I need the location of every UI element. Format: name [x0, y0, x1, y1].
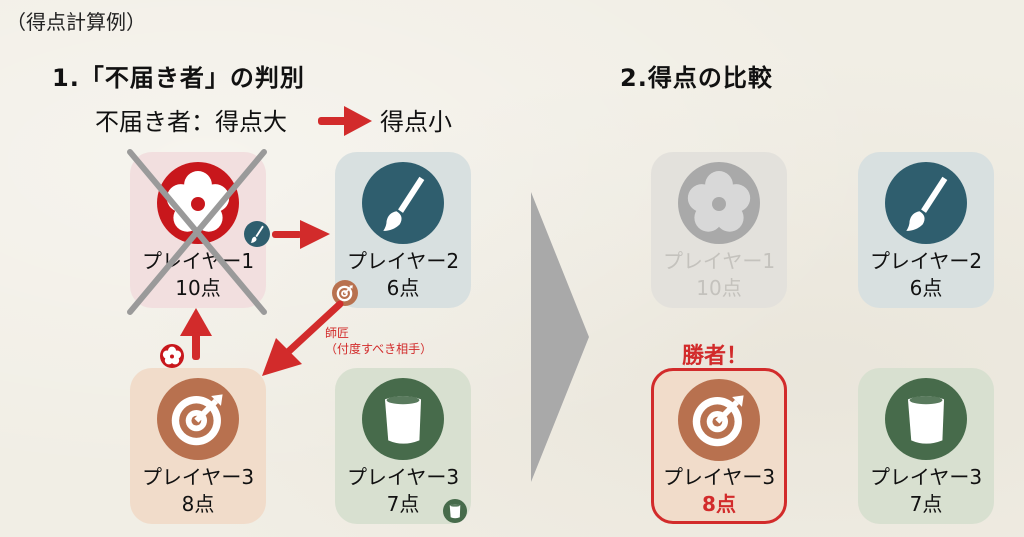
section2-title: 2.得点の比較 — [620, 64, 773, 92]
section1-title: 1.「不届き者」の判別 — [52, 64, 305, 92]
target-icon — [157, 378, 239, 460]
master-label-line1: 師匠 — [325, 326, 350, 340]
big-chevron-arrow-icon — [531, 192, 589, 482]
player-name: プレイヤー3 — [346, 465, 460, 489]
brush-badge-icon — [244, 221, 270, 247]
plum-flower-icon — [678, 162, 760, 244]
rule-arrow-icon — [318, 106, 372, 136]
player3-target-card: プレイヤー3 8点 — [130, 368, 266, 524]
rule-left-text: 不届き者：得点大 — [95, 108, 287, 136]
player-points: 8点 — [181, 492, 215, 516]
player-points: 7点 — [909, 492, 943, 516]
target-badge-icon — [332, 280, 358, 306]
target-icon — [678, 379, 760, 461]
winner-label: 勝者！ — [682, 344, 749, 369]
player-name: プレイヤー3 — [141, 465, 255, 489]
player-name: プレイヤー2 — [346, 249, 460, 273]
player3-cup-card: プレイヤー3 7点 — [335, 368, 471, 524]
player-points: 7点 — [386, 492, 420, 516]
arrow-up-icon — [180, 308, 212, 360]
cup-icon — [885, 378, 967, 460]
caption: （得点計算例） — [6, 10, 146, 34]
player-points: 10点 — [696, 276, 742, 300]
player-name: プレイヤー3 — [869, 465, 983, 489]
brush-icon — [885, 162, 967, 244]
player-name: プレイヤー1 — [662, 249, 776, 273]
result-player1-card: プレイヤー1 10点 — [651, 152, 787, 308]
player-name: プレイヤー2 — [869, 249, 983, 273]
cross-out-icon — [127, 149, 267, 315]
result-player2-card: プレイヤー2 6点 — [858, 152, 994, 308]
player2-card: プレイヤー2 6点 — [335, 152, 471, 308]
arrow-right-icon — [272, 220, 330, 249]
cup-icon — [362, 378, 444, 460]
master-label-line2: （付度すべき相手） — [325, 342, 433, 356]
player-points: 6点 — [909, 276, 943, 300]
cup-badge-icon — [443, 499, 467, 523]
player-name: プレイヤー3 — [662, 465, 776, 489]
result-player3-cup-card: プレイヤー3 7点 — [858, 368, 994, 524]
player-points: 8点 — [702, 492, 736, 516]
arrow-diagonal-icon — [262, 300, 344, 376]
brush-icon — [362, 162, 444, 244]
player-name: プレイヤー1 — [141, 249, 255, 273]
result-player3-winner-card: プレイヤー3 8点 — [651, 368, 787, 524]
rule-right-text: 得点小 — [380, 108, 452, 136]
player-points: 6点 — [386, 276, 420, 300]
flower-badge-icon — [160, 344, 184, 368]
player-points: 10点 — [175, 276, 221, 300]
master-label: 師匠 （付度すべき相手） — [325, 325, 432, 357]
